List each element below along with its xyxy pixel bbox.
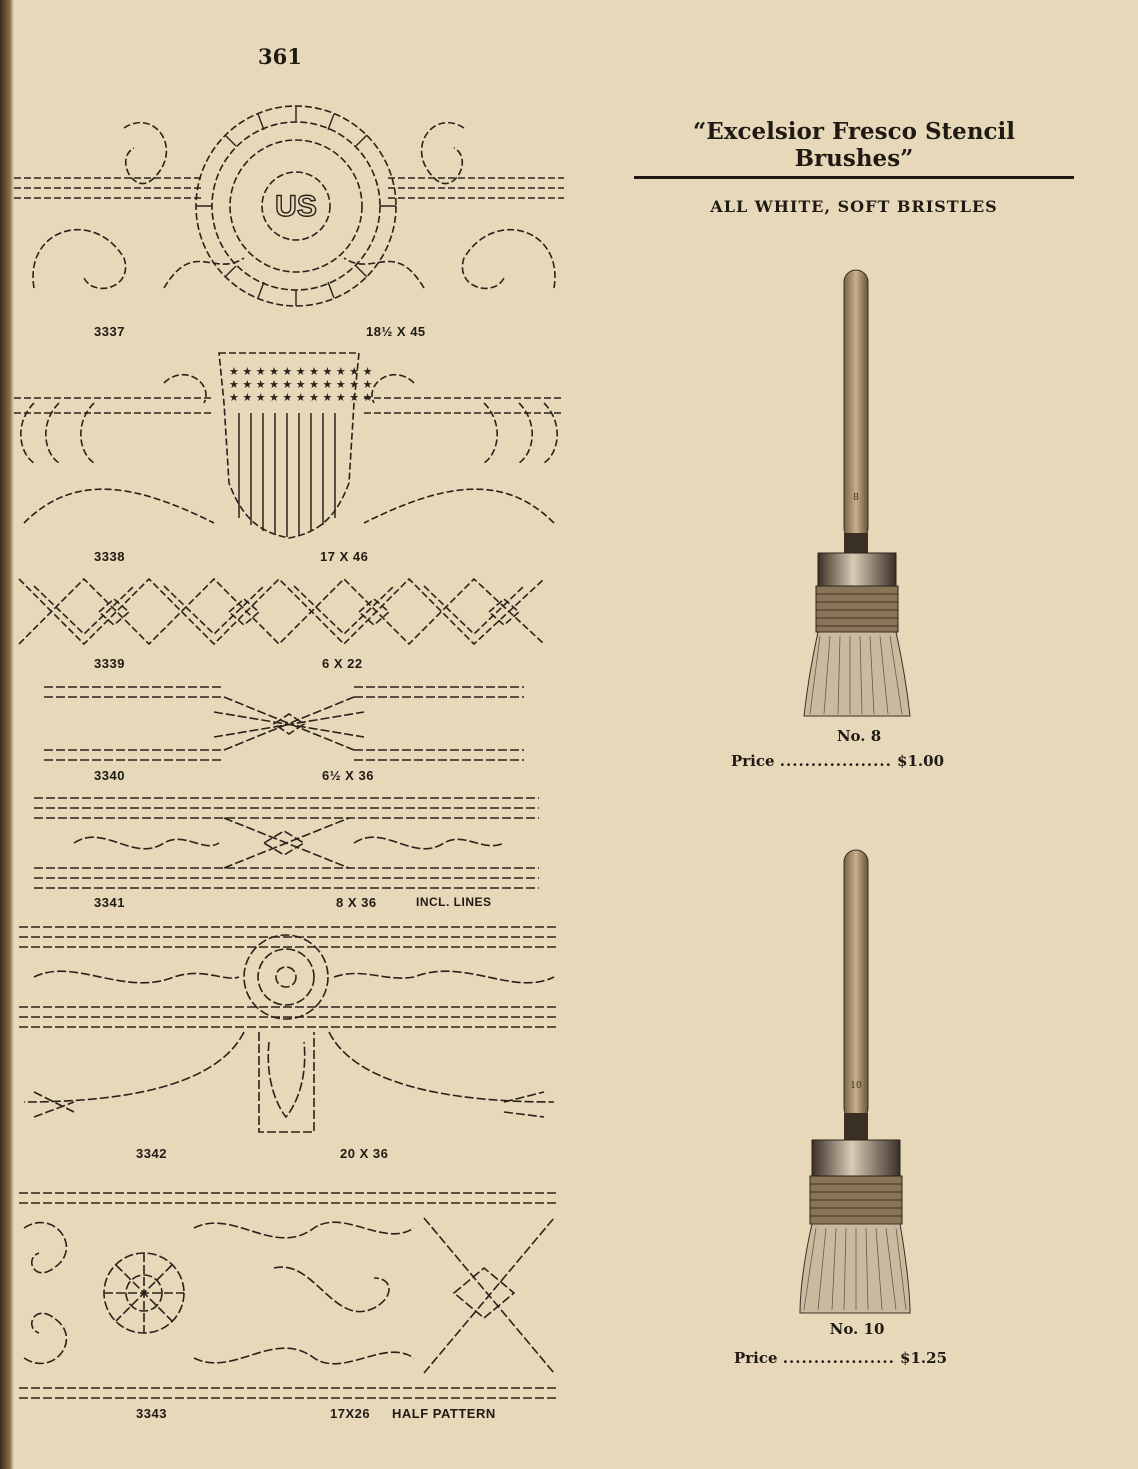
stencil-size: 17X26: [330, 1406, 371, 1421]
stencil-size: 20 X 36: [340, 1146, 389, 1161]
stencil-code: 3340: [94, 768, 125, 783]
stencil-3340: 3340 6½ X 36: [14, 682, 564, 788]
price-line: Price .................. $1.25: [734, 1349, 947, 1367]
stencil-note: INCL. LINES: [416, 895, 492, 909]
svg-text:★ ★ ★ ★ ★ ★ ★ ★ ★ ★ ★: ★ ★ ★ ★ ★ ★ ★ ★ ★ ★ ★: [229, 365, 373, 378]
stencil-3339: 3339 6 X 22: [14, 574, 564, 672]
stencil-3338: ★ ★ ★ ★ ★ ★ ★ ★ ★ ★ ★ ★ ★ ★ ★ ★ ★ ★ ★ ★ …: [14, 343, 564, 565]
price-line: Price .................. $1.00: [731, 752, 944, 770]
price-value: $1.00: [897, 752, 945, 770]
stencil-3343-drawing: [19, 1192, 559, 1399]
stencil-3341: 3341 8 X 36 INCL. LINES: [14, 793, 564, 913]
stencil-brush-icon: 10: [799, 849, 911, 1314]
stencil-3339-drawing: [18, 577, 545, 646]
stencil-code: 3338: [94, 549, 125, 564]
stencil-size: 18½ X 45: [366, 324, 426, 339]
price-label: Price: [731, 752, 775, 770]
stencil-size: 17 X 46: [320, 549, 369, 564]
stencil-3337-drawing: US: [14, 105, 564, 307]
stencil-size: 6 X 22: [322, 656, 363, 671]
stencil-size: 8 X 36: [336, 895, 377, 910]
page-title: “Excelsior Fresco Stencil Brushes”: [634, 118, 1074, 179]
page-number: 361: [258, 44, 302, 69]
page-subtitle: ALL WHITE, SOFT BRISTLES: [710, 197, 998, 216]
stencil-3341-drawing: [34, 797, 539, 889]
stencil-code: 3342: [136, 1146, 167, 1161]
price-value: $1.25: [900, 1349, 948, 1367]
stencil-3342-drawing: [19, 926, 559, 1133]
stencil-code: 3341: [94, 895, 125, 910]
price-leader-dots: ..................: [782, 1349, 895, 1367]
stencil-code: 3343: [136, 1406, 167, 1421]
handle-mark: 8: [853, 493, 859, 503]
svg-text:★ ★ ★ ★ ★ ★ ★ ★ ★ ★ ★: ★ ★ ★ ★ ★ ★ ★ ★ ★ ★ ★: [229, 378, 373, 391]
price-label: Price: [734, 1349, 778, 1367]
stencil-3338-drawing: ★ ★ ★ ★ ★ ★ ★ ★ ★ ★ ★ ★ ★ ★ ★ ★ ★ ★ ★ ★ …: [14, 352, 564, 539]
brush-no-10-illustration: 10: [798, 848, 913, 1322]
us-emblem-text: US: [275, 190, 317, 223]
stencil-3340-drawing: [44, 686, 524, 761]
page-binding-edge: [0, 0, 14, 1469]
brush-model-label: No. 8: [836, 727, 882, 745]
price-leader-dots: ..................: [779, 752, 892, 770]
stencil-code: 3337: [94, 324, 125, 339]
stencil-3337: US 3337 18½ X 45: [14, 88, 564, 343]
stencil-note: HALF PATTERN: [392, 1406, 496, 1421]
handle-mark: 10: [850, 1081, 862, 1091]
stencil-3342: 3342 20 X 36: [14, 922, 564, 1172]
svg-text:★ ★ ★ ★ ★ ★ ★ ★ ★ ★ ★: ★ ★ ★ ★ ★ ★ ★ ★ ★ ★ ★: [229, 391, 373, 404]
stencil-size: 6½ X 36: [322, 768, 374, 783]
stencil-brush-icon: 8: [803, 269, 911, 717]
stencil-3343: 3343 17X26 HALF PATTERN: [14, 1188, 564, 1428]
stencil-code: 3339: [94, 656, 125, 671]
brush-model-label: No. 10: [829, 1320, 885, 1338]
brush-no-8-illustration: 8: [800, 268, 915, 727]
